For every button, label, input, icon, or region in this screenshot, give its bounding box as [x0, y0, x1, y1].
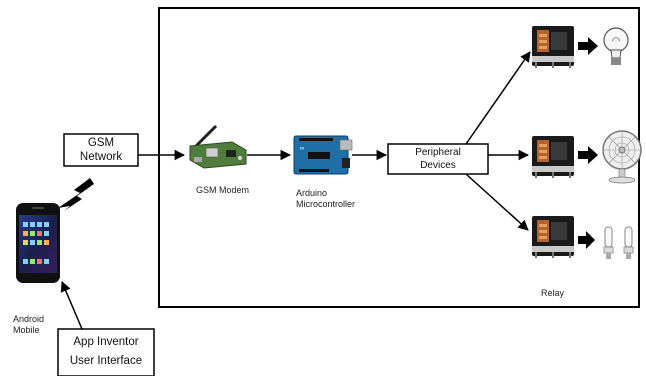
arrow-ui-to-phone [60, 281, 83, 330]
thick-arrows [578, 37, 598, 249]
peripheral-devices-box [387, 143, 489, 175]
android-phone-icon [16, 203, 60, 283]
relay-icon [532, 136, 574, 178]
wireless-signal-icon [58, 178, 94, 211]
arrow-peripheral-to-relay-3 [465, 173, 529, 231]
relay-label: Relay [541, 288, 565, 298]
peripheral-devices-label: Peripheral Devices [415, 147, 461, 171]
gsm-network-label: GSM Network [79, 137, 123, 163]
gsm-network-box [63, 133, 139, 167]
app-inventor-box [57, 328, 155, 376]
light-bulb-icon [603, 27, 629, 65]
arrow-peripheral-to-relay-1 [465, 51, 531, 145]
cfl-lamp-icon [603, 226, 634, 259]
arduino-board-icon: ∞ [293, 135, 353, 175]
relay-icon [532, 26, 574, 68]
svg-text:∞: ∞ [300, 146, 304, 152]
gsm-modem-board-icon [189, 124, 247, 169]
arduino-label: Arduino Microcontroller [296, 188, 356, 209]
android-label: Android Mobile [13, 314, 45, 335]
relay-icon [532, 216, 574, 258]
fan-icon [602, 130, 642, 184]
app-inventor-label: App Inventor User Interface [69, 336, 143, 367]
gsm-modem-label: GSM Modem [196, 185, 250, 195]
